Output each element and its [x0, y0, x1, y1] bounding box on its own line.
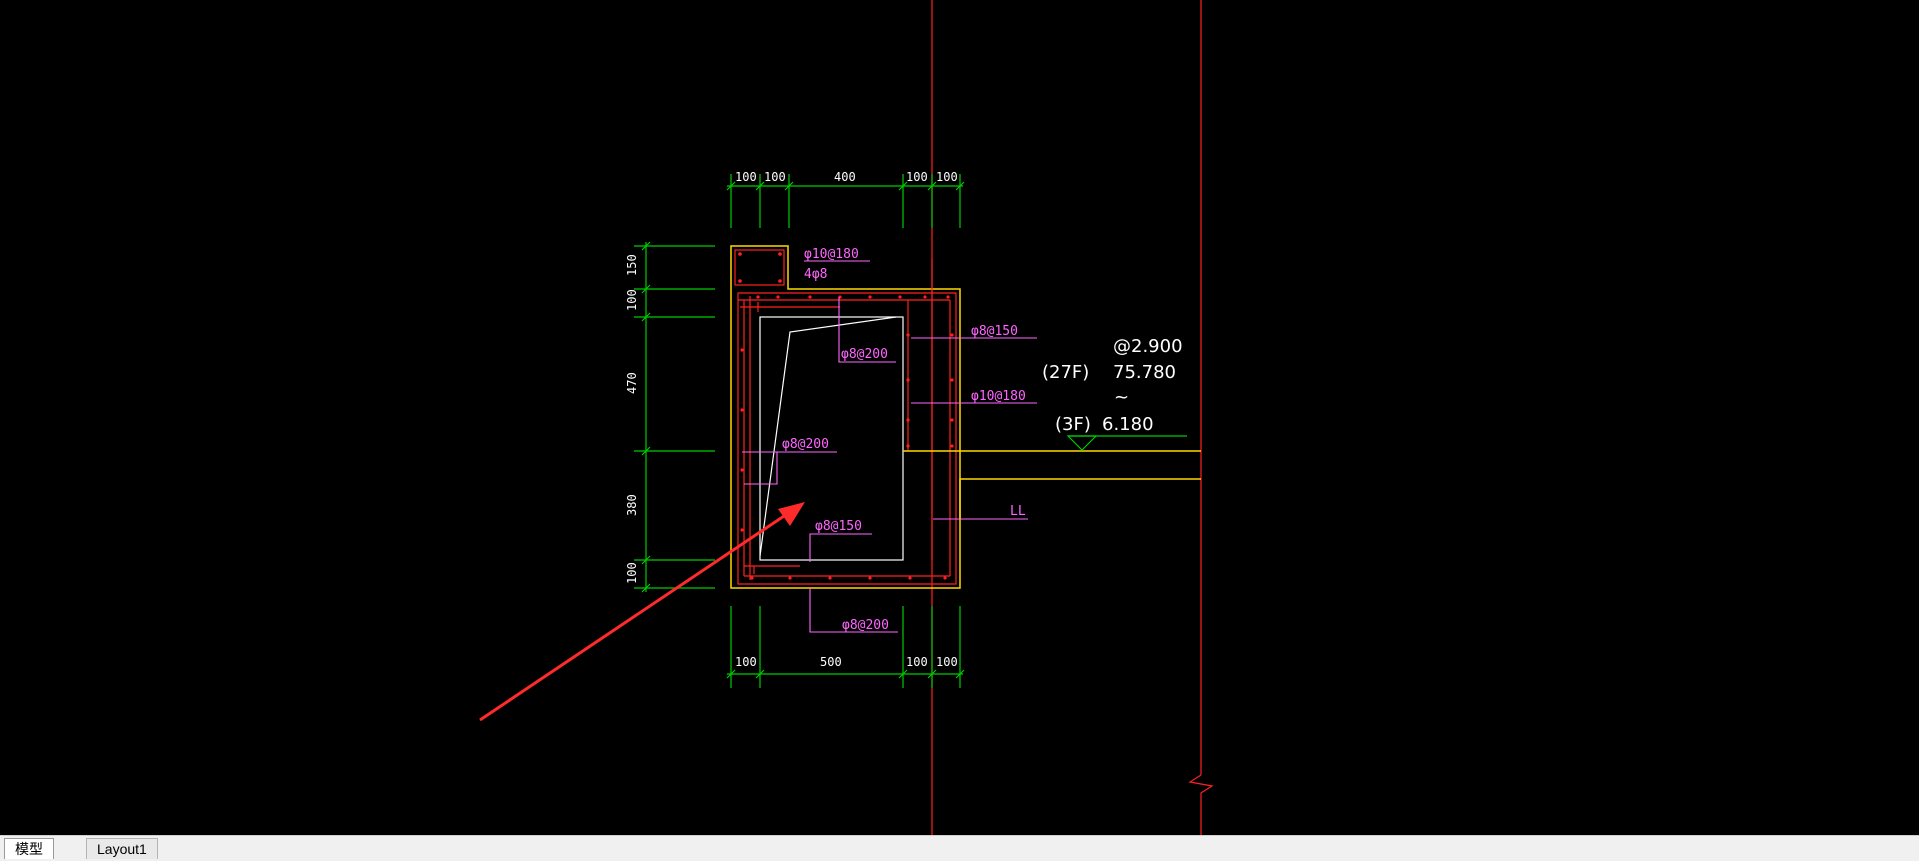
top-dim-5: 100 [936, 170, 958, 184]
wall-line-bottom [959, 478, 1201, 520]
top-level: 75.780 [1113, 362, 1176, 383]
top-dimension-chain: 100 100 400 100 100 [726, 170, 965, 228]
tab-layout1[interactable]: Layout1 [86, 838, 158, 859]
left-dim-1: 150 [625, 254, 639, 276]
section-outline [730, 245, 961, 589]
level-marker-triangle [1066, 435, 1098, 451]
rebar-label-6: φ8@200 [782, 437, 829, 452]
rebar-label-2: 4φ8 [804, 267, 827, 282]
range-tilde: ~ [1114, 387, 1129, 408]
rebar-label-1: φ10@180 [804, 247, 859, 262]
break-line-symbol [1188, 774, 1214, 835]
bottom-dim-1: 100 [735, 655, 757, 669]
left-dim-2: 100 [625, 289, 639, 311]
rebar-label-3: φ8@150 [971, 324, 1018, 339]
rebar-label-7: φ8@150 [815, 519, 862, 534]
annotation-arrow [479, 502, 805, 722]
layout-tab-bar: 模型 Layout1 [0, 835, 1919, 861]
bottom-dim-2: 500 [820, 655, 842, 669]
elevation-block: @2.900 (27F) 75.780 ~ (3F) 6.180 [1042, 336, 1187, 451]
bottom-dim-4: 100 [936, 655, 958, 669]
cad-drawing: 100 100 400 100 100 100 500 100 100 [479, 0, 1214, 835]
rebar-label-4: φ8@200 [841, 347, 888, 362]
top-dim-4: 100 [906, 170, 928, 184]
top-floor-label: (27F) [1042, 362, 1089, 383]
left-dim-4: 380 [625, 494, 639, 516]
reinforcement-cage [734, 249, 957, 585]
top-dim-3: 400 [834, 170, 856, 184]
bottom-dimension-chain: 100 500 100 100 [726, 606, 965, 688]
rebar-label-5: φ10@180 [971, 389, 1026, 404]
bottom-level: 6.180 [1102, 414, 1154, 435]
top-dim-2: 100 [764, 170, 786, 184]
inner-core-outline [759, 316, 904, 561]
wall-label-ll: LL [1010, 504, 1026, 519]
elevation-step: @2.900 [1113, 336, 1183, 357]
tab-model[interactable]: 模型 [4, 838, 54, 859]
drawing-canvas[interactable]: 100 100 400 100 100 100 500 100 100 [0, 0, 1919, 835]
top-dim-1: 100 [735, 170, 757, 184]
label-leaders [742, 260, 1037, 633]
bottom-dim-3: 100 [906, 655, 928, 669]
rebar-label-8: φ8@200 [842, 618, 889, 633]
left-dim-5: 100 [625, 562, 639, 584]
left-dimension-chain: 150 100 470 380 100 [625, 241, 715, 593]
left-dim-3: 470 [625, 372, 639, 394]
bottom-floor-label: (3F) [1055, 414, 1091, 435]
